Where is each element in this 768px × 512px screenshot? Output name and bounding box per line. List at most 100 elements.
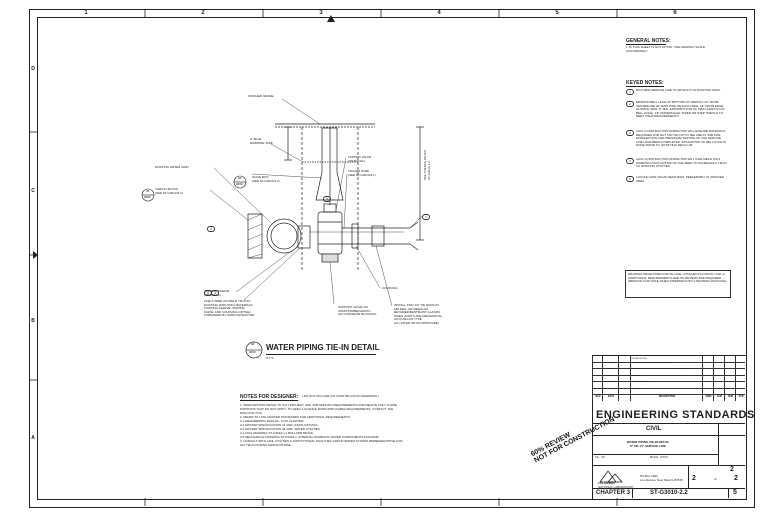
- label-line-stop: LINE & WIRE UM WELD TIE INTO EXISTING MA…: [204, 299, 255, 318]
- label-thrust-block: THRUST BLOCK (SEE ST-G3010-8.3): [155, 187, 183, 195]
- revision-cell: ---: [724, 361, 735, 368]
- revision-header-cell: DWN: [702, 394, 714, 401]
- revision-cell: LANL: [618, 355, 630, 362]
- keyed-note-marker: 2: [626, 101, 634, 107]
- revision-header-cell: REV: [592, 394, 603, 401]
- designer-note-line: 2. REFER TO LANL MASTER STANDARDS FOR AD…: [240, 415, 351, 419]
- revision-cell: [618, 387, 630, 394]
- revision-cell: ---: [713, 361, 724, 368]
- sheet-total: 2: [734, 475, 738, 482]
- tb-divider: [592, 423, 745, 424]
- drawing-number: ST-G3010-2.2: [650, 490, 688, 496]
- tb-vline: [728, 488, 729, 498]
- revision-cell: 0: [592, 387, 602, 394]
- revision-header-cell: DESCRIPTION: [630, 394, 703, 401]
- column-label: 6: [673, 10, 677, 16]
- column-label: 4: [437, 10, 441, 16]
- label-existing-main: EXISTING WATER MAIN: [155, 165, 189, 169]
- drawing-developed-note: DRAWING DEVELOPED FOR ML LANL-4 PROJECTS…: [625, 270, 731, 298]
- revision-header-cell: DATE: [602, 394, 619, 401]
- ref-bubble-a-top: ##: [146, 189, 150, 193]
- revision-cell: ---: [724, 355, 735, 362]
- label-bury-depth: SEE TRENCH DETAIL ST-G3010-1.2: [423, 149, 431, 180]
- inner-border: [37, 17, 747, 500]
- revision-cell: 04/05/2008: [602, 381, 618, 388]
- revision-cell: ---: [713, 355, 724, 362]
- detail-ref-bottom: ####: [249, 350, 256, 354]
- outer-border: [29, 9, 755, 508]
- designer-note-line: 2.5 MECHANICAL DRAWING ST-D2020-1, INTER…: [240, 435, 380, 439]
- designer-note-line: 2.1 ENGINEERING MANUAL, CIVIL CHAPTER.: [240, 419, 305, 423]
- revision-cell: 07/08/2010: [602, 374, 618, 381]
- revision-cell: ---: [713, 368, 724, 375]
- tb-vline: [718, 423, 719, 465]
- general-notes-heading: GENERAL NOTES:: [626, 38, 671, 44]
- keyed-note-marker: 5: [626, 176, 634, 182]
- title-block-bldg: BLDG. XXXX: [650, 455, 668, 459]
- revision-cell: REVISED PER TIE-IN / CONFORMATION WITH S…: [630, 368, 702, 375]
- designer-note-line: ALL TIE-IN DURING DESIGN PHASE.: [240, 443, 292, 447]
- keyed-note-marker: 3: [626, 130, 634, 136]
- revision-cell: ORIGINAL: [630, 387, 702, 394]
- designer-note-line: PORTIONS THAT DO NOT APPLY. TO SEEK A CH…: [240, 407, 394, 411]
- tb-divider: [592, 454, 718, 455]
- revision-header-cell: SUB: [724, 394, 736, 401]
- key-marker: 1: [422, 214, 430, 220]
- revision-cell: 10/XX/XX: [602, 355, 618, 362]
- tb-divider: [592, 488, 745, 489]
- column-label: 1: [84, 10, 88, 16]
- label-finished-grade: FINISHED GRADE: [248, 94, 274, 98]
- revision-header-cell: [618, 394, 631, 401]
- keyed-note-text: LANL CONSTRUCTION INSPECTOR WILL GIVE ME…: [636, 157, 727, 169]
- revision-cell: ---: [702, 368, 713, 375]
- revision-cell: ---: [724, 368, 735, 375]
- tb-vline: [688, 465, 689, 488]
- revision-cell: ---: [702, 361, 713, 368]
- designer-note-line: 1. WHEN EDITING DETAIL TO SUIT PROJECT, …: [240, 403, 398, 407]
- key-marker: 5: [323, 196, 331, 202]
- revision-cell: ---: [702, 387, 713, 394]
- title-block-drawing-title: WATER PIPING TIE-IN DETAIL 8" OR 10" SER…: [626, 440, 670, 448]
- column-label: 3: [319, 10, 323, 16]
- designer-notes-heading: NOTES FOR DESIGNER:: [240, 394, 299, 400]
- keyed-note-marker: 4: [626, 158, 634, 164]
- title-block-discipline: CIVIL: [646, 426, 662, 432]
- designer-note-line: ESM CIVIL POC.: [240, 411, 263, 415]
- chapter-label: CHAPTER 3: [596, 490, 631, 496]
- row-label: D: [31, 66, 35, 72]
- label-warning-tape: 6" BLUE WARNING TAPE: [250, 137, 273, 145]
- revision-cell: 3: [592, 368, 602, 375]
- designer-note-line: 2.2 MASTER SPECIFICATION 31 2000, EARTH …: [240, 423, 319, 427]
- label-tapping-valve: TAPPING VALVE (OPTIONAL): [348, 155, 372, 163]
- revision-cell: ---: [702, 374, 713, 381]
- row-label: C: [31, 188, 35, 194]
- ref-bubble-b-top: ##: [238, 176, 242, 180]
- column-label: 2: [201, 10, 205, 16]
- revision-cell: CORRECT REFERENCES AND NOTES: [630, 361, 702, 368]
- revision-cell: 2: [592, 374, 602, 381]
- ref-bubble-a-bottom: ####: [144, 195, 151, 199]
- revision-cell: ---: [724, 374, 735, 381]
- label-tracer-wire: TRACER WIRE (SEE ST-G3010-8.1): [348, 169, 376, 177]
- keyed-note-marker: 1: [626, 89, 634, 95]
- label-valve-box: VALVE BOX (SEE ST-G3010-5.2): [252, 175, 280, 183]
- label-coupling: COUPLING: [382, 286, 398, 290]
- designer-note-line: 2.4 CIVIL DRAWING ST-G3010-1.1 BOLLARD D…: [240, 431, 315, 435]
- revision-cell: ---: [735, 374, 745, 381]
- revision-cell: [618, 374, 630, 381]
- title-block-tag: TA - XX: [595, 455, 606, 459]
- revision-cell: ---: [735, 381, 745, 388]
- row-label: B: [31, 318, 35, 324]
- row-label: A: [31, 435, 35, 441]
- designer-notes-underline: [240, 400, 298, 401]
- revision-cell: LANL: [618, 361, 630, 368]
- revision-cell: 03/31/2011: [602, 368, 618, 375]
- designer-notes-subheading: ( DO NOT INCLUDE ON CONSTRUCTION DRAWING…: [302, 394, 379, 398]
